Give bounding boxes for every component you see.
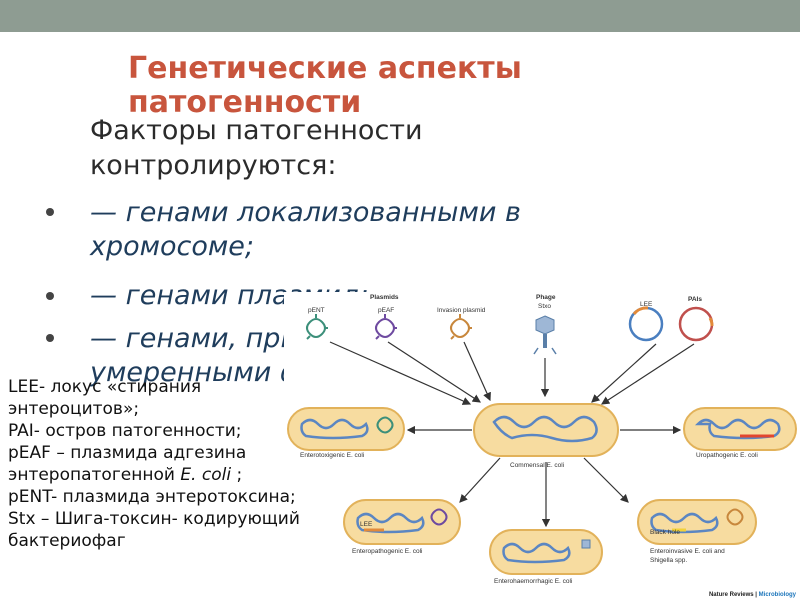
lee-label: LEE: [640, 301, 653, 308]
commensal-label: Commensal E. coli: [510, 462, 565, 469]
enterotoxigenic-cell: [287, 407, 405, 451]
bullet-chromosome: — генами локализованными в хромосоме;: [90, 197, 521, 262]
enterohaemorrhagic-label: Enterohaemorrhagic E. coli: [494, 578, 573, 585]
uropathogenic-label: Uropathogenic E. coli: [696, 452, 758, 459]
legend-line: PAI- остров патогенности;: [8, 421, 242, 441]
legend-line: LEE- локус «стирания: [8, 377, 202, 397]
uropathogenic-cell: [683, 407, 797, 451]
abbreviation-legend: LEE- локус «стирания энтероцитов»; PAI- …: [8, 376, 388, 552]
bullet-dot: [46, 292, 54, 300]
legend-line: Stx – Шига-токсин- кодирующий: [8, 509, 300, 529]
invasion-plasmid-label: Invasion plasmid: [437, 307, 486, 314]
legend-line: энтеропатогенной E. coli ;: [8, 465, 243, 485]
pent-plasmid-icon: [306, 314, 328, 340]
intro-text: Факторы патогенности контролируются:: [90, 115, 423, 181]
bullet-dot: [46, 334, 54, 342]
commensal-cell: [473, 403, 619, 457]
legend-line: pENT- плазмида энтеротоксина;: [8, 487, 296, 507]
plasmids-header: Plasmids: [370, 294, 399, 301]
pathotype-diagram: Plasmids Phage Stxo PAIs pENT pEAF Invas…: [284, 292, 800, 600]
peaf-plasmid-icon: [375, 314, 397, 340]
legend-line: pEAF – плазмида адгезина: [8, 443, 247, 463]
phage-header: Phage: [536, 294, 556, 301]
enterohaemorrhagic-cell: [489, 529, 603, 575]
diagram-drawing: [284, 292, 800, 600]
enteropathogenic-label: Enteropathogenic E. coli: [352, 548, 423, 555]
enteropathogenic-cell: [343, 499, 461, 545]
phage-icon: [533, 315, 557, 355]
phage-name: Stxo: [538, 303, 552, 310]
peaf-label: pEAF: [378, 307, 395, 314]
enterotoxigenic-label: Enterotoxigenic E. coli: [300, 452, 365, 459]
lee-tag: LEE: [360, 521, 373, 528]
pais-header: PAIs: [688, 296, 702, 303]
legend-line: бактериофаг: [8, 531, 126, 551]
legend-line: энтероцитов»;: [8, 399, 140, 419]
black-hole-label: Black hole: [650, 529, 680, 536]
enteroinvasive-label: Enteroinvasive E. coli and: [650, 548, 725, 555]
bullet-dot: [46, 208, 54, 216]
top-bar: [0, 0, 800, 32]
enteroinvasive-cell: [637, 499, 757, 545]
invasion-plasmid-icon: [450, 314, 472, 340]
pent-label: pENT: [308, 307, 325, 314]
slide-title: Генетические аспекты патогенности: [128, 51, 522, 120]
nature-reviews-credit: Nature Reviews | Microbiology: [708, 592, 796, 598]
shigella-label: Shigella spp.: [650, 557, 688, 564]
